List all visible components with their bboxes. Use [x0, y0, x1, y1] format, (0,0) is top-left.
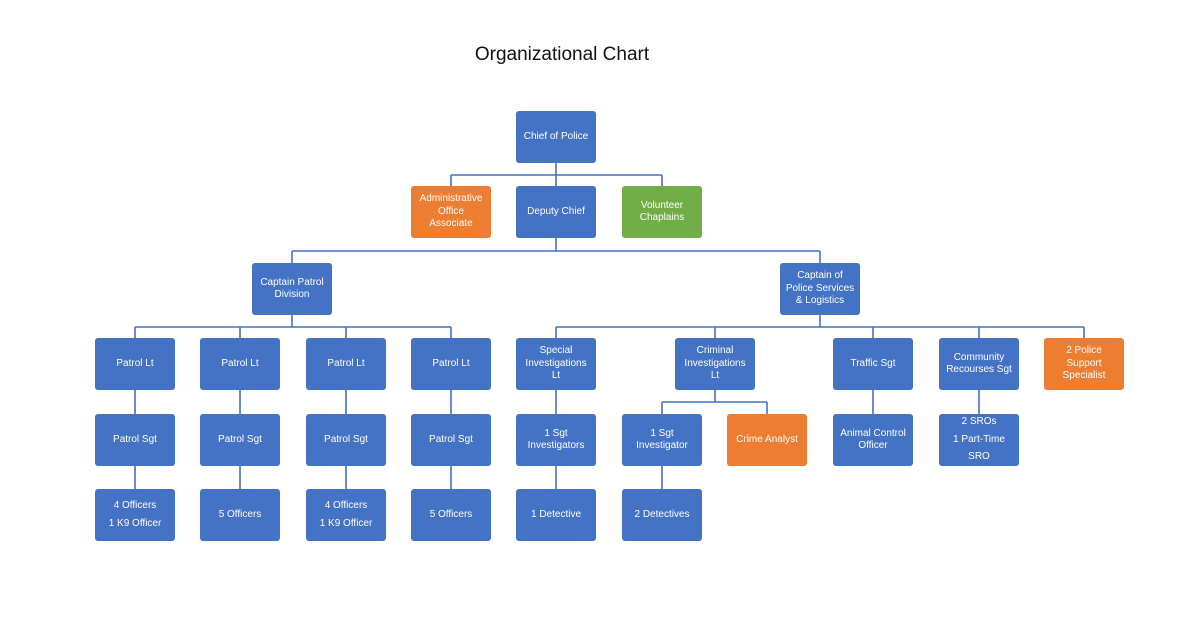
org-node-sgt2: Patrol Sgt [200, 414, 280, 466]
org-node-deputy: Deputy Chief [516, 186, 596, 238]
org-node-label: Investigators [527, 440, 585, 451]
org-node-label: Police Services [785, 282, 855, 294]
org-node-label: Volunteer [640, 199, 684, 211]
org-node-label: Deputy Chief [527, 205, 585, 217]
org-node-label: Recourses Sgt [946, 364, 1012, 375]
org-node-label: Criminal [696, 345, 734, 357]
org-node-label: Traffic Sgt [850, 357, 896, 369]
org-node-label: 2 Police [1066, 345, 1102, 357]
org-node-label: Patrol Lt [116, 357, 154, 369]
org-node-label: Captain Patrol [260, 276, 324, 288]
org-node-label: Captain of [797, 270, 843, 282]
chart-title: Organizational Chart [474, 44, 650, 65]
org-node-label: 4 Officers [113, 500, 157, 511]
org-node-label: Office [438, 205, 464, 217]
org-node-label: Patrol Sgt [218, 433, 262, 445]
org-node-det2: 2 Detectives [622, 489, 702, 541]
org-node-analyst: Crime Analyst [727, 414, 807, 466]
org-node-label: Lt [710, 370, 720, 382]
org-node-label: Patrol Sgt [429, 433, 473, 445]
org-node-label: 2 SROs [961, 416, 997, 428]
org-node-label: Community [953, 351, 1005, 363]
org-node-sgt1: Patrol Sgt [95, 414, 175, 466]
org-node-label: 2 Detectives [634, 508, 690, 520]
org-node-label: Special [539, 345, 573, 357]
org-node-label: 4 Officers [324, 500, 368, 511]
org-node-label: 1 K9 Officer [108, 517, 162, 529]
org-node-off4: 5 Officers [411, 489, 491, 541]
org-node-label: Division [274, 289, 310, 300]
org-node-label: 1 Part-Time [953, 433, 1005, 445]
org-node-label: Officer [858, 440, 888, 451]
org-node-chief: Chief of Police [516, 111, 596, 163]
org-node-label: Patrol Sgt [113, 433, 157, 445]
org-node-lt1: Patrol Lt [95, 338, 175, 390]
org-node-label: 5 Officers [218, 508, 262, 520]
org-node-label: Lt [551, 370, 561, 382]
org-node-label: Specialist [1062, 370, 1106, 382]
org-node-label: Investigations [525, 357, 587, 369]
org-node-lt2: Patrol Lt [200, 338, 280, 390]
org-node-label: Associate [429, 218, 473, 230]
org-node-lt3: Patrol Lt [306, 338, 386, 390]
org-node-label: 1 Detective [530, 508, 582, 520]
org-node-label: Crime Analyst [736, 433, 798, 445]
org-node-label: SRO [968, 451, 990, 463]
org-node-label: Animal Control [840, 427, 906, 439]
org-node-label: Administrative [419, 193, 483, 205]
org-node-off1: 4 Officers 1 K9 Officer [95, 489, 175, 541]
org-node-label: Support [1066, 357, 1102, 369]
org-node-sgt3: Patrol Sgt [306, 414, 386, 466]
org-node-off2: 5 Officers [200, 489, 280, 541]
org-node-det1: 1 Detective [516, 489, 596, 541]
org-node-sgt4: Patrol Sgt [411, 414, 491, 466]
org-node-label: 1 K9 Officer [319, 517, 373, 529]
org-node-lt4: Patrol Lt [411, 338, 491, 390]
org-node-label: & Logistics [795, 295, 845, 307]
org-node-label: Patrol Lt [221, 357, 259, 369]
org-node-label: 1 Sgt [544, 427, 568, 439]
org-node-traffic: Traffic Sgt [833, 338, 913, 390]
org-node-label: Chaplains [639, 212, 685, 223]
org-node-label: Investigations [684, 357, 746, 369]
org-node-label: 1 Sgt [650, 427, 674, 439]
org-node-label: Patrol Lt [327, 357, 365, 369]
org-node-off3: 4 Officers 1 K9 Officer [306, 489, 386, 541]
org-node-label: Chief of Police [523, 130, 589, 142]
org-node-label: 5 Officers [429, 508, 473, 520]
org-node-label: Investigator [636, 440, 688, 451]
org-node-label: Patrol Sgt [324, 433, 368, 445]
org-node-label: Patrol Lt [432, 357, 470, 369]
